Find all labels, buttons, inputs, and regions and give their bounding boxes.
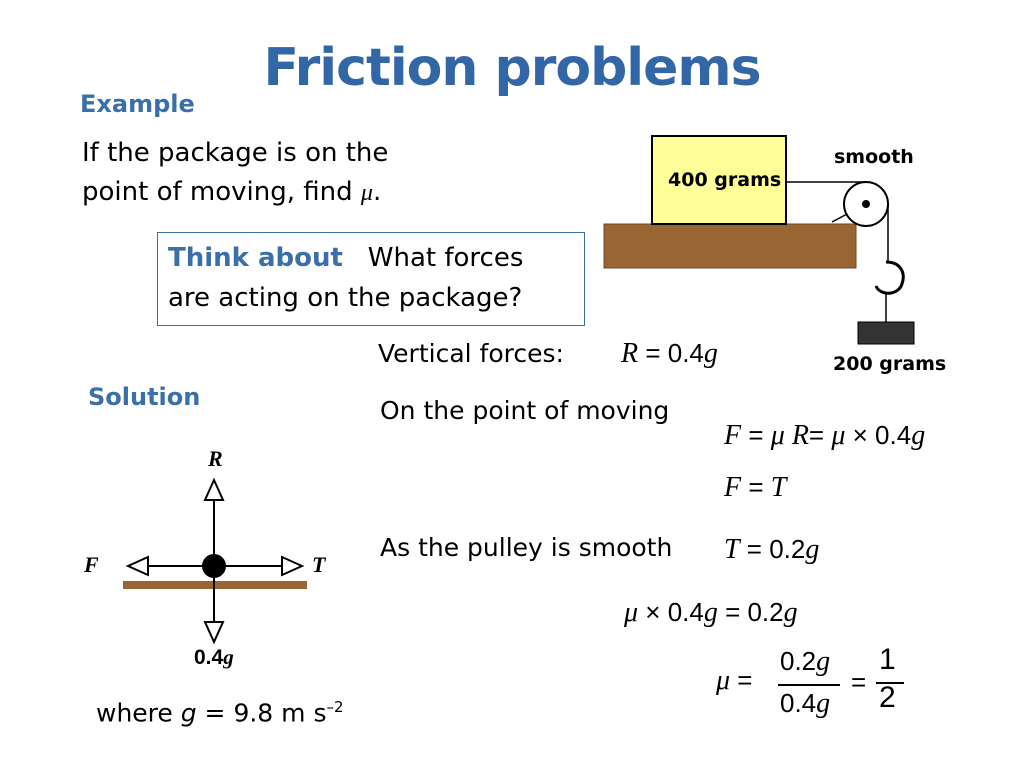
pulley-axle (862, 200, 870, 208)
hanging-weight (857, 321, 915, 345)
problem-line-1: If the package is on the (82, 138, 389, 168)
vertical-forces-label: Vertical forces: (378, 339, 564, 368)
think-line-1: Think about What forces (168, 243, 523, 273)
ceq-g2: g (783, 597, 798, 628)
result-eq1: = (730, 665, 753, 695)
ft-eq: = (741, 472, 771, 502)
answer-fraction-bar (876, 682, 904, 684)
smooth-label: smooth (834, 146, 914, 168)
reaction-arrowhead (203, 477, 225, 501)
force-label-r: R (208, 446, 223, 471)
friction-equation: F = μ R= μ × 0.4g (724, 420, 925, 452)
feq-g: g (911, 420, 926, 451)
ceq-left: × 0.4 (638, 597, 704, 627)
teq-g: g (805, 534, 820, 565)
weight-label: 200 grams (833, 353, 947, 375)
result-eq2: = (851, 667, 867, 697)
problem-line-2-text: point of moving, find (82, 177, 361, 207)
veq-g: g (703, 338, 718, 369)
answer-denominator: 2 (879, 681, 896, 714)
feq-eq2: = (808, 420, 832, 450)
hook (874, 260, 905, 295)
answer-numerator: 1 (879, 643, 896, 676)
veq-value: = 0.4 (638, 338, 704, 368)
veq-r: R (621, 338, 639, 369)
result-num-g: g (816, 646, 831, 677)
vertical-equation: R = 0.4g (621, 338, 718, 370)
force-label-t: T (312, 552, 326, 577)
ft-t: T (770, 472, 787, 503)
ceq-mu: μ (624, 597, 639, 628)
mu-symbol: μ (360, 180, 373, 206)
f-equals-t: F = T (724, 472, 786, 504)
friction-arrowhead (125, 555, 149, 577)
result-den-value: 0.4 (780, 688, 817, 718)
tension-arrowhead (281, 555, 305, 577)
gravity-prefix: where (96, 698, 181, 728)
feq-eq: = (741, 420, 771, 450)
think-about-label: Think about (168, 243, 343, 273)
gravity-exponent: –2 (326, 698, 344, 716)
result-denominator: 0.4g (780, 688, 830, 720)
ceq-g1: g (703, 597, 718, 628)
example-heading: Example (80, 90, 195, 118)
think-question-part-2: are acting on the package? (168, 283, 523, 313)
weight-arrowhead (203, 621, 225, 645)
solution-heading: Solution (88, 383, 201, 411)
moving-label: On the point of moving (380, 396, 670, 425)
combined-equation: μ × 0.4g = 0.2g (624, 597, 798, 629)
force-label-weight: 0.4g (194, 645, 234, 670)
package-block (651, 135, 787, 225)
feq-mu: μ (770, 420, 785, 451)
particle-dot (202, 554, 226, 578)
think-question-part-1: What forces (367, 243, 524, 273)
result-fraction-bar (778, 684, 840, 686)
weight-var: g (223, 645, 234, 669)
smooth-pulley-label: As the pulley is smooth (380, 533, 673, 562)
ceq-right: = 0.2 (717, 597, 784, 627)
result-mu: μ (716, 665, 731, 696)
result-den-g: g (816, 688, 831, 719)
gravity-note: where g = 9.8 m s–2 (96, 698, 344, 727)
result-num-value: 0.2 (780, 646, 817, 676)
ft-f: F (724, 472, 742, 503)
feq-times: × 0.4 (845, 420, 912, 450)
feq-r: R (784, 420, 809, 451)
teq-t: T (724, 534, 740, 565)
teq-value: = 0.2 (739, 534, 806, 564)
gravity-var: g (180, 698, 197, 728)
result-lhs: μ = (716, 665, 752, 697)
gravity-value: = 9.8 m s (196, 698, 327, 728)
weight-coeff: 0.4 (194, 646, 224, 669)
force-label-f: F (84, 552, 99, 577)
problem-period: . (372, 177, 382, 207)
feq-mu2: μ (831, 420, 846, 451)
slide-title: Friction problems (263, 38, 761, 98)
result-numerator: 0.2g (780, 646, 830, 678)
think-about-box: Think about What forces are acting on th… (157, 232, 585, 326)
tension-equation: T = 0.2g (724, 534, 819, 566)
feq-f: F (724, 420, 742, 451)
table-surface (603, 223, 857, 269)
block-label: 400 grams (668, 169, 782, 191)
problem-line-2: point of moving, find μ. (82, 177, 381, 207)
